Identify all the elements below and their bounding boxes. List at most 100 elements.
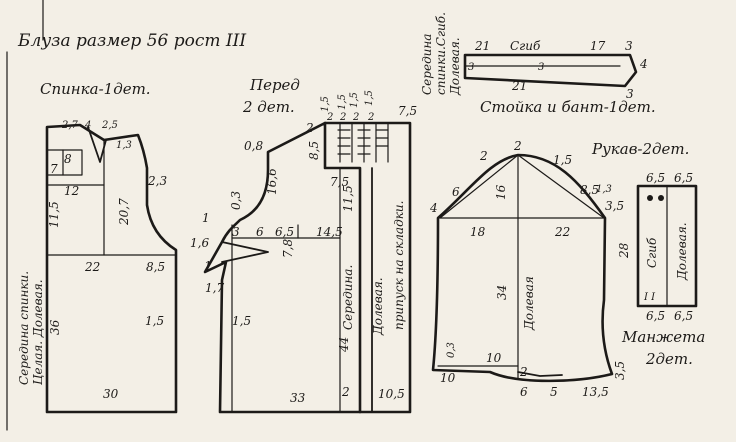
collar-piece-name: Стойка и бант-1дет. <box>480 98 656 116</box>
front-fold-label: припуск на складки. <box>392 201 406 330</box>
collar-dim-6: 4 <box>639 57 648 71</box>
sleeve-dim-19: 3,5 <box>613 361 627 380</box>
back-dim-5: 8 <box>64 152 72 166</box>
sleeve-dim-7: 3,5 <box>605 199 624 213</box>
front-dim-25: 1,5 <box>232 314 251 328</box>
front-outline <box>203 121 362 414</box>
front-dim-21: 14,5 <box>316 225 343 239</box>
back-piece-name: Спинка-1дет. <box>40 80 151 98</box>
front-dim-28: 2 <box>341 385 350 399</box>
sleeve-hem-curve <box>517 371 563 377</box>
cuff-button-mark <box>647 195 653 201</box>
front-piece-name-2: 2 дет. <box>242 98 295 116</box>
collar-dim-7: 21 <box>511 79 527 93</box>
sleeve-dim-13: 10 <box>486 351 502 365</box>
front-grain-label: Долевая. <box>371 277 385 336</box>
sleeve-dim-0: 2 <box>479 149 488 163</box>
sleeve-dim-16: 5 <box>550 385 558 399</box>
front-dim-17: 1,6 <box>190 236 209 250</box>
front-dim-5: 2 <box>339 112 346 123</box>
cuff-marks: I I <box>643 292 656 303</box>
back-dim-3: 1,3 <box>116 140 132 151</box>
sleeve-dim-14: 2 <box>519 365 528 379</box>
front-dim-27: 33 <box>290 391 306 405</box>
front-dim-11: 8,5 <box>307 141 321 160</box>
cuff-dim-4: 6,5 <box>674 309 693 323</box>
cuff-dim-3: 6,5 <box>646 309 665 323</box>
front-pleat-outline <box>323 121 412 414</box>
collar-dim-0: 21 <box>474 39 490 53</box>
sleeve-dim-3: 6 <box>452 185 460 199</box>
back-neck-box <box>46 149 83 176</box>
front-dim-12: 16,6 <box>265 168 279 195</box>
back-dim-14: 30 <box>103 387 119 401</box>
back-dim-7: 2,3 <box>147 174 167 188</box>
collar-dim-5: 3 <box>538 62 544 73</box>
front-dim-22: 7,8 <box>281 239 295 258</box>
sleeve-dim-11: 34 <box>495 285 509 300</box>
front-dim-23: 1 <box>204 259 212 273</box>
sleeve-dim-8: 16 <box>494 184 508 200</box>
page-title: Блуза размер 56 рост III <box>17 31 246 51</box>
front-dim-26: 44 <box>337 337 351 353</box>
cuff-piece-name-2: 2дет. <box>645 350 693 368</box>
back-dim-1: 4 <box>84 120 91 131</box>
front-dim-3: 1,5 <box>364 90 375 106</box>
sleeve-dim-10: 22 <box>554 225 570 239</box>
front-dim-2: 1,5 <box>349 92 360 108</box>
cuff-dim-1: 6,5 <box>674 171 693 185</box>
sleeve-dim-1: 2 <box>513 139 522 153</box>
sleeve-dim-12: 0,3 <box>446 342 457 358</box>
sleeve-dim-18: 13,5 <box>582 385 609 399</box>
front-dim-15: 0,3 <box>229 191 243 210</box>
collar-outline <box>463 53 638 88</box>
sleeve-piece: Рукав-2дет. 2 2 1,5 6 8,5 1,3 4 3,5 16 1… <box>429 139 689 399</box>
back-dim-12: 36 <box>48 319 62 335</box>
front-piece: Перед 2 дет. 1,5 1,5 1,5 1,5 2 2 2 2 2 7… <box>190 76 417 414</box>
sleeve-dim-2: 1,5 <box>553 153 572 167</box>
back-dim-10: 22 <box>84 260 100 274</box>
cuff-grain-label: Долевая. <box>675 222 689 281</box>
cuff-button-mark-2 <box>658 195 664 201</box>
front-dim-9: 7,5 <box>398 104 417 118</box>
back-dim-2: 2,5 <box>101 120 118 131</box>
back-dim-4: 7 <box>50 162 58 176</box>
front-dart <box>221 241 269 263</box>
front-dim-19: 6 <box>256 225 264 239</box>
front-dim-7: 2 <box>367 112 374 123</box>
front-dim-20: 6,5 <box>275 225 294 239</box>
collar-center-label-2: спинки.Сгиб. <box>434 12 448 95</box>
back-dart <box>87 126 107 163</box>
collar-center-label-3: Долевая. <box>448 37 462 96</box>
collar-dim-3: 3 <box>625 39 633 53</box>
cuff-dim-2: 28 <box>617 242 631 259</box>
sleeve-piece-name: Рукав-2дет. <box>591 140 689 158</box>
front-pleat-hatching <box>337 129 389 155</box>
back-dim-6: 12 <box>64 184 79 198</box>
cuff-dim-0: 6,5 <box>646 171 665 185</box>
collar-piece: Середина спинки.Сгиб. Долевая. 21 Сгиб 1… <box>420 12 656 116</box>
back-dim-13: 1,5 <box>145 314 164 328</box>
cuff-piece-name-1: Манжета <box>621 328 705 346</box>
front-dim-16: 1 <box>202 211 210 225</box>
sleeve-dim-4: 8,5 <box>580 183 599 197</box>
sleeve-dim-15: 6 <box>520 385 528 399</box>
front-dim-13: 7,5 <box>330 175 349 189</box>
front-dim-29: 10,5 <box>378 387 405 401</box>
back-center-label-1: Середина спинки. <box>17 271 31 385</box>
front-dim-6: 2 <box>352 112 359 123</box>
front-dim-24: 1,7 <box>205 281 224 295</box>
front-piece-name-1: Перед <box>249 76 300 94</box>
back-piece: Спинка-1дет. 2,7 4 2,5 1,3 7 8 12 2,3 11… <box>17 80 178 414</box>
sleeve-grain-label: Долевая <box>522 276 536 331</box>
collar-center-label-1: Середина <box>420 34 434 95</box>
front-dim-0: 1,5 <box>320 96 331 112</box>
collar-dim-4: 3 <box>468 62 474 73</box>
collar-dim-2: 17 <box>590 39 606 53</box>
front-dim-1: 1,5 <box>337 94 348 110</box>
front-dim-10: 0,8 <box>244 139 263 153</box>
back-dim-11: 8,5 <box>146 260 165 274</box>
cuff-fold-label: Сгиб <box>645 237 659 268</box>
